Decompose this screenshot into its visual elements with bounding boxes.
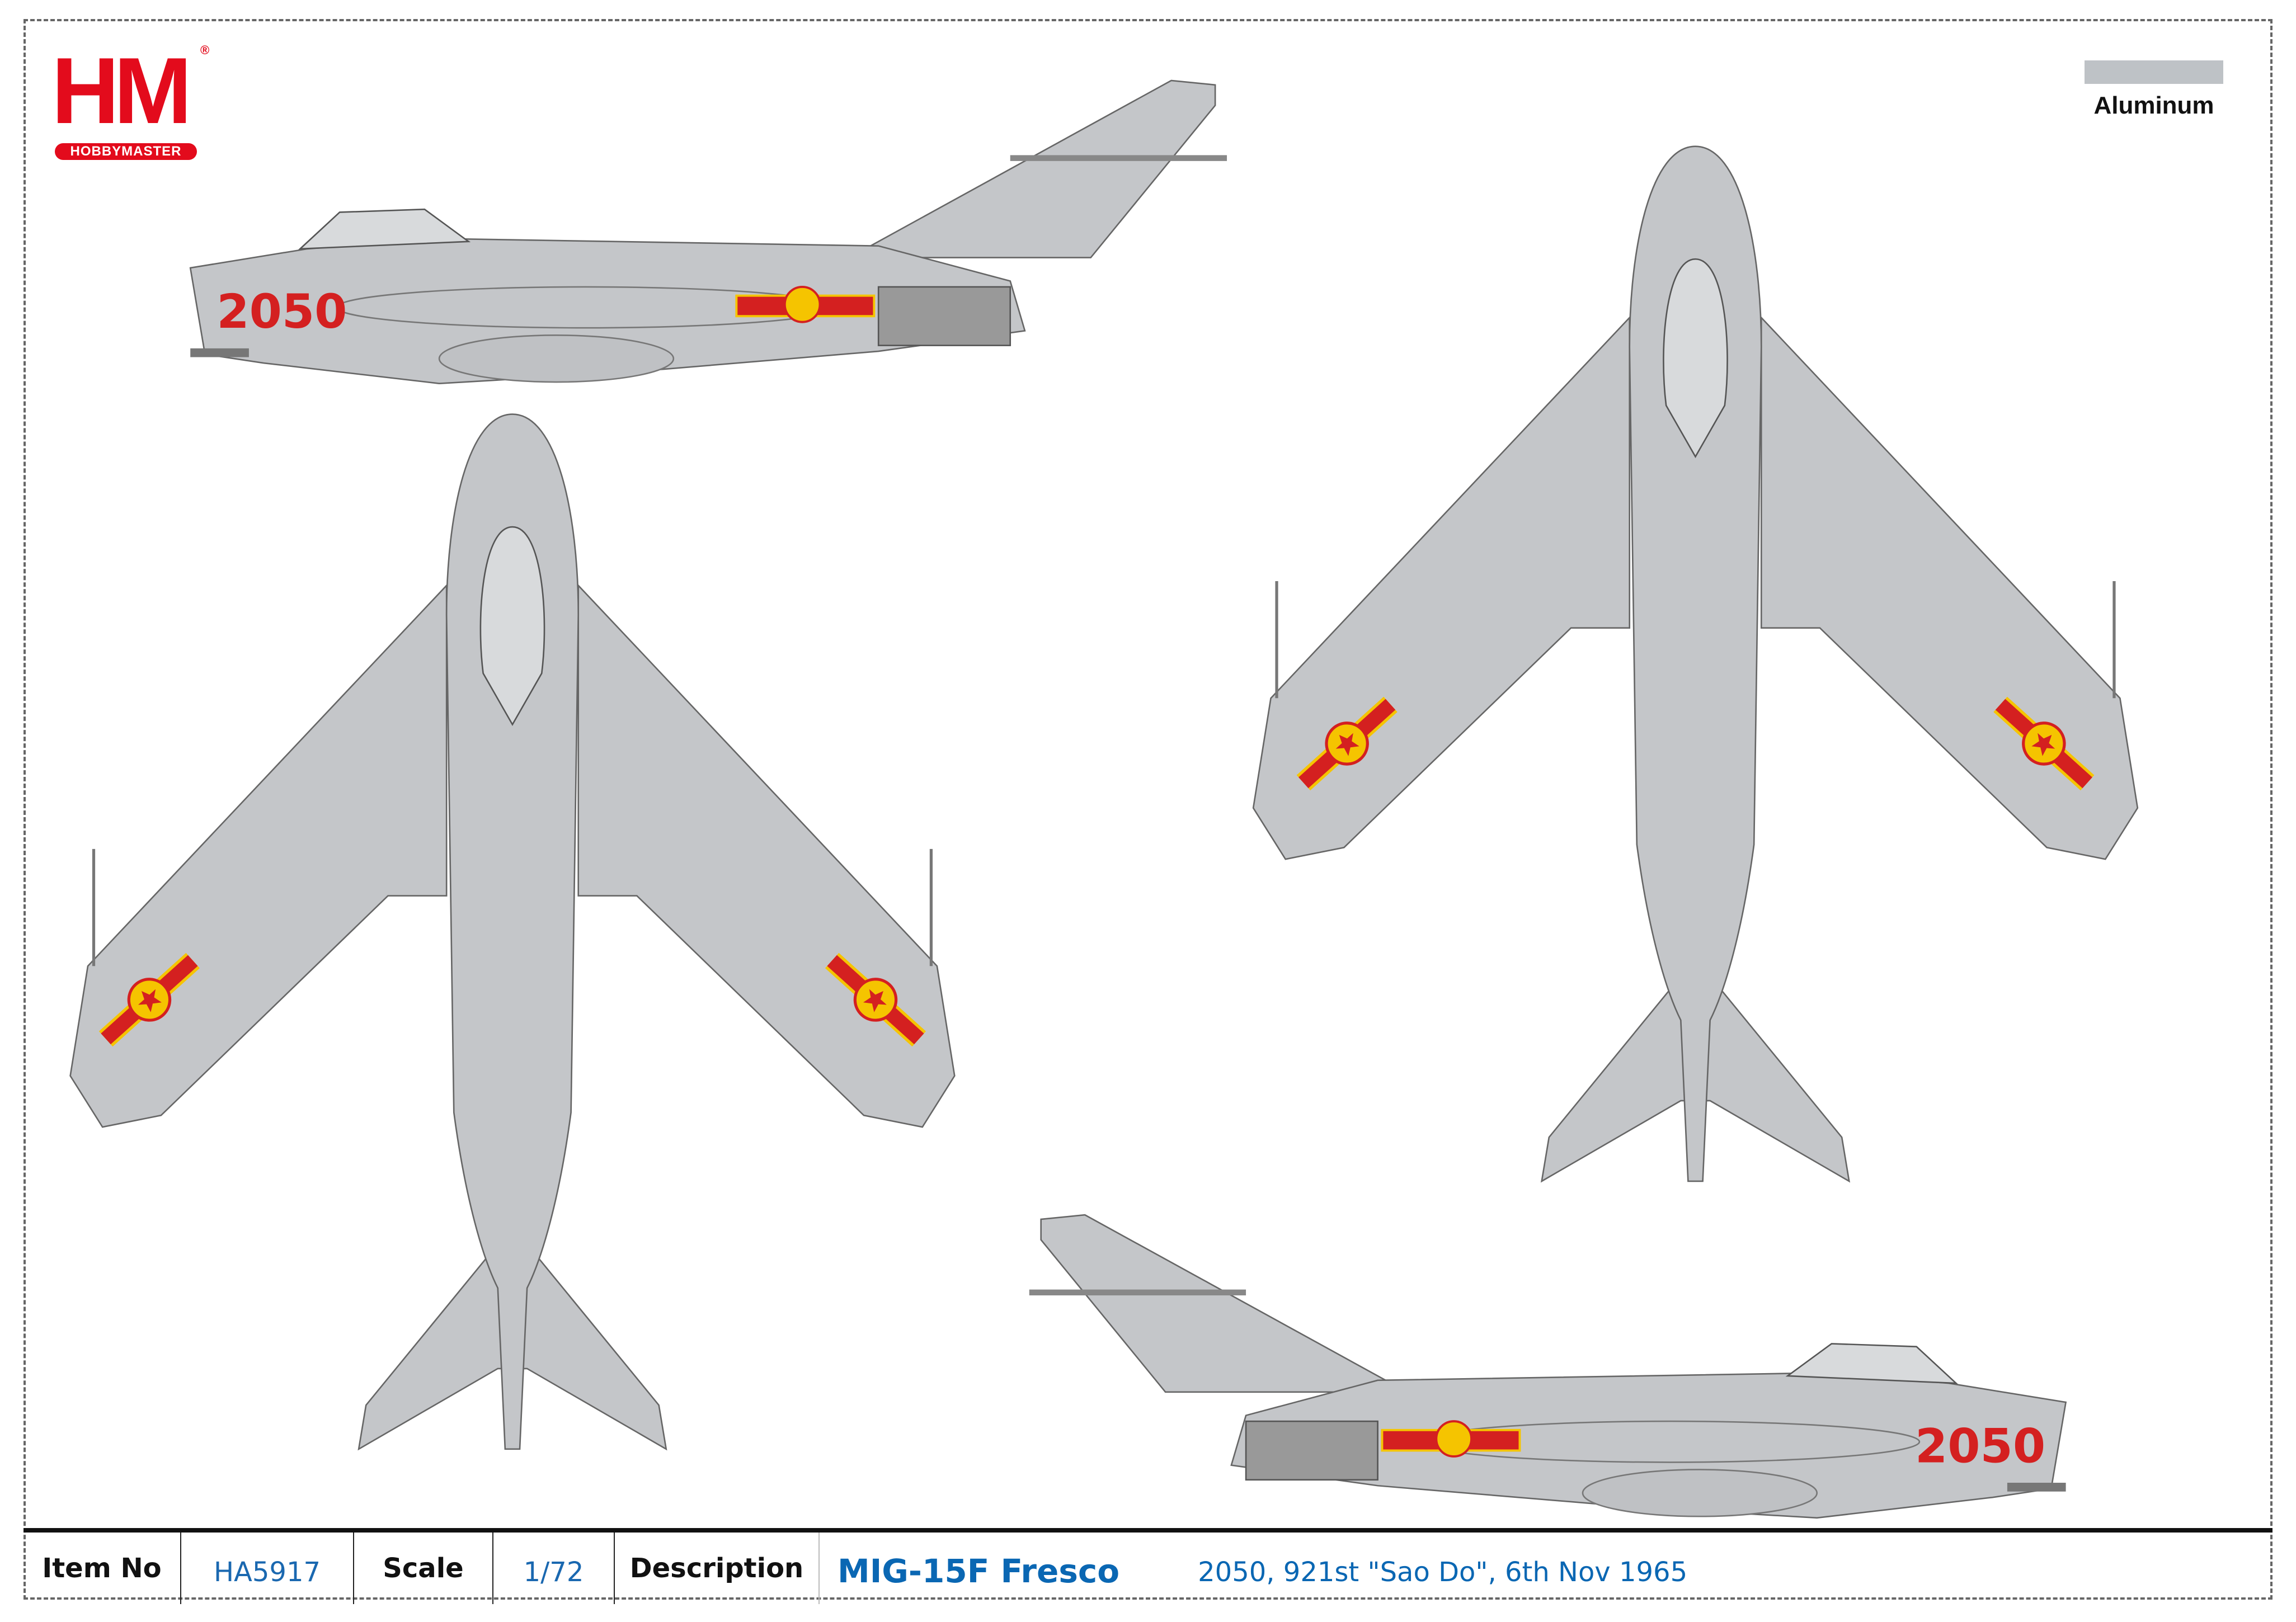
- logo-name: HOBBYMASTER: [55, 143, 197, 160]
- hobbymaster-logo: HM ® HOBBYMASTER: [51, 44, 219, 161]
- aluminum-label: Aluminum: [2093, 92, 2214, 119]
- tail-number-right: 2050: [1915, 1418, 2045, 1473]
- page-border: [23, 19, 2273, 1600]
- side-view-right-profile: [1028, 1214, 2067, 1519]
- bottom-view: [1253, 147, 2138, 1181]
- color-legend: Aluminum: [2085, 60, 2223, 120]
- scale-value: 1/72: [493, 1533, 615, 1604]
- top-view: [70, 414, 955, 1449]
- model-name: MIG-15F Fresco: [838, 1552, 1120, 1590]
- logo-letters: HM: [51, 38, 192, 143]
- tail-number-left: 2050: [217, 284, 347, 339]
- aluminum-swatch: [2085, 60, 2223, 84]
- model-details: 2050, 921st "Sao Do", 6th Nov 1965: [1198, 1557, 1688, 1588]
- scale-label: Scale: [354, 1533, 493, 1604]
- item-no-value: HA5917: [181, 1533, 354, 1604]
- info-table: Item No HA5917 Scale 1/72 Description MI…: [23, 1528, 2273, 1604]
- logo-registered: ®: [200, 43, 210, 57]
- item-no-label: Item No: [23, 1533, 181, 1604]
- description-label: Description: [615, 1533, 820, 1604]
